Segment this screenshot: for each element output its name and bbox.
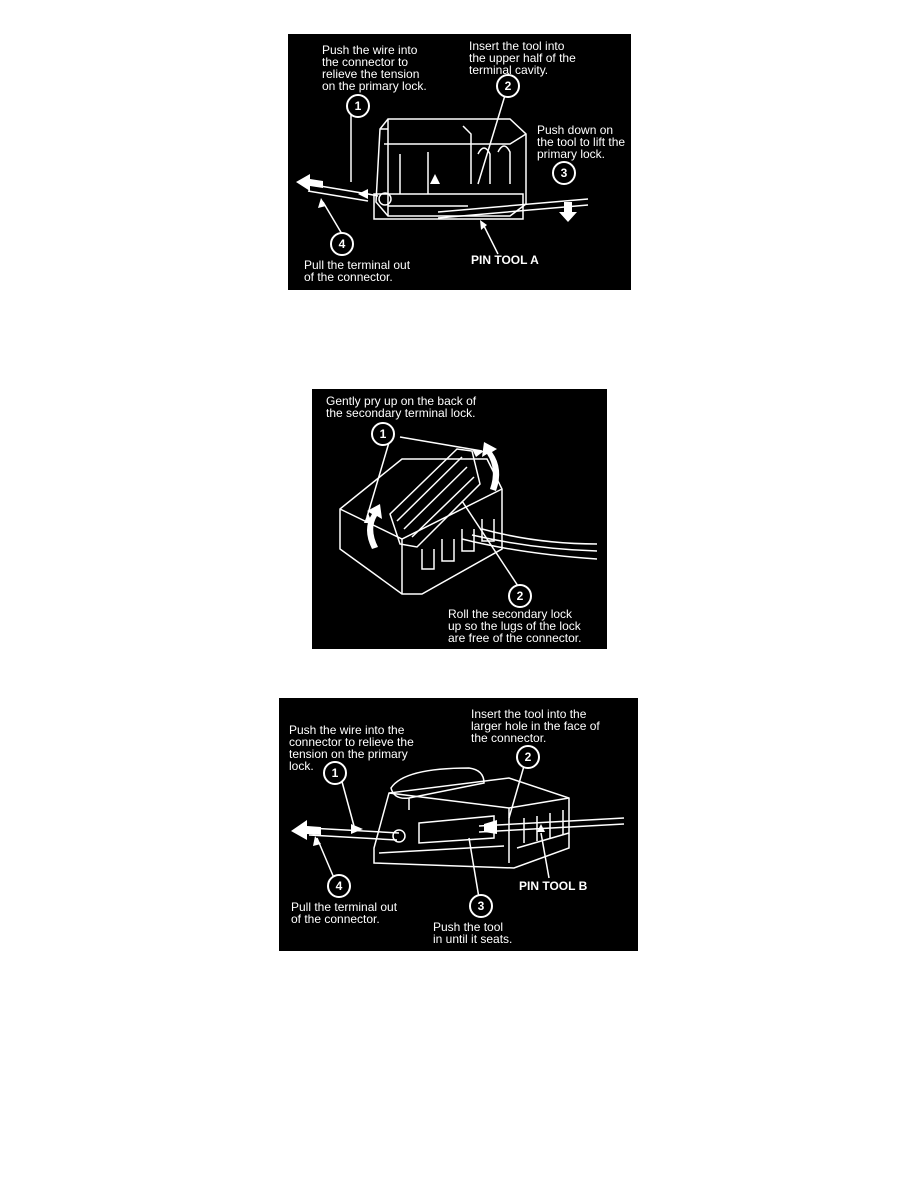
callout-3-text: Push down on the tool to lift the primar… bbox=[537, 123, 626, 161]
connector-drawing-a bbox=[296, 91, 589, 255]
callout-1-text: Push the wire into the connector to reli… bbox=[289, 723, 414, 773]
connector-drawing-b bbox=[339, 436, 598, 595]
callout-4-badge: 4 bbox=[327, 874, 351, 898]
callout-2-text: Insert the tool into the upper half of t… bbox=[469, 39, 576, 77]
pin-tool-a-label: PIN TOOL A bbox=[471, 253, 539, 267]
callout-2-text: Roll the secondary lock up so the lugs o… bbox=[448, 607, 582, 645]
callout-1-badge: 1 bbox=[323, 761, 347, 785]
pin-tool-b-label: PIN TOOL B bbox=[519, 879, 588, 893]
figure-pin-tool-b: Push the wire into the connector to reli… bbox=[279, 698, 638, 951]
callout-2-badge: 2 bbox=[516, 745, 540, 769]
callout-3-badge: 3 bbox=[469, 894, 493, 918]
figure-secondary-lock: Gently pry up on the back of the seconda… bbox=[312, 389, 607, 649]
connector-drawing-c bbox=[291, 765, 625, 899]
callout-2-badge: 2 bbox=[496, 74, 520, 98]
callout-4-text: Pull the terminal out of the connector. bbox=[291, 900, 398, 926]
callout-3-badge: 3 bbox=[552, 161, 576, 185]
callout-2-badge: 2 bbox=[508, 584, 532, 608]
figure-pin-tool-a: Push the wire into the connector to reli… bbox=[288, 34, 631, 290]
callout-1-text: Gently pry up on the back of the seconda… bbox=[326, 394, 477, 420]
callout-1-badge: 1 bbox=[346, 94, 370, 118]
callout-1-text: Push the wire into the connector to reli… bbox=[322, 43, 427, 93]
callout-1-badge: 1 bbox=[371, 422, 395, 446]
callout-4-text: Pull the terminal out of the connector. bbox=[304, 258, 411, 284]
callout-2-text: Insert the tool into the larger hole in … bbox=[471, 707, 600, 745]
callout-4-badge: 4 bbox=[330, 232, 354, 256]
callout-3-text: Push the tool in until it seats. bbox=[433, 920, 513, 946]
